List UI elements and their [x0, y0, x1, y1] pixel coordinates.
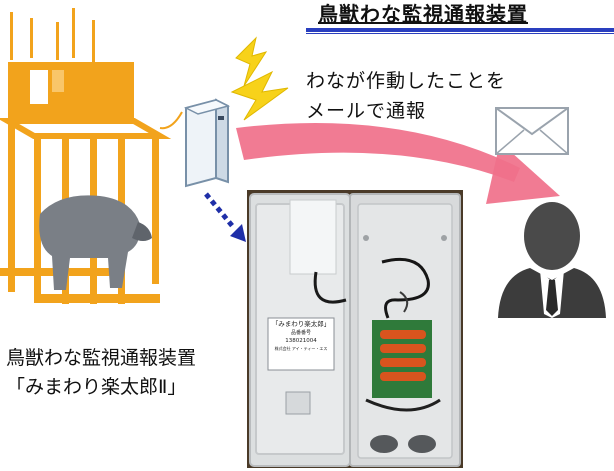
transmitter-box-icon [183, 98, 231, 188]
envelope-icon [495, 107, 569, 155]
animal-boar-icon [39, 195, 152, 290]
trap-cage-icon [0, 8, 172, 304]
device-panel-line1: 「みまわり楽太郎」 [271, 320, 331, 328]
pink-arrow-icon [236, 123, 560, 204]
device-label-line1: 鳥獣わな監視通報装置 [6, 347, 197, 369]
title-underline [306, 28, 614, 32]
person-icon [498, 202, 606, 318]
device-panel-line3: 138021004 [285, 338, 317, 344]
device-panel-label: 「みまわり楽太郎」 品番番号 138021004 株式会社 アイ・ティー・エス [268, 320, 334, 352]
title-underline-thin [306, 33, 614, 34]
lightning-signal-icon [230, 36, 289, 121]
dotted-arrow-icon [204, 192, 246, 242]
page-title: 鳥獣わな監視通報装置 [318, 2, 528, 26]
device-panel-line4: 株式会社 アイ・ティー・エス [274, 346, 328, 351]
device-photo [247, 190, 463, 468]
notification-line2: メールで通報 [306, 100, 427, 122]
notification-line1: わなが作動したことを [306, 70, 507, 92]
device-label: 鳥獣わな監視通報装置 「みまわり楽太郎Ⅱ」 [6, 344, 196, 402]
device-panel-line2: 品番番号 [290, 330, 311, 336]
device-label-line2: 「みまわり楽太郎Ⅱ」 [6, 376, 187, 398]
